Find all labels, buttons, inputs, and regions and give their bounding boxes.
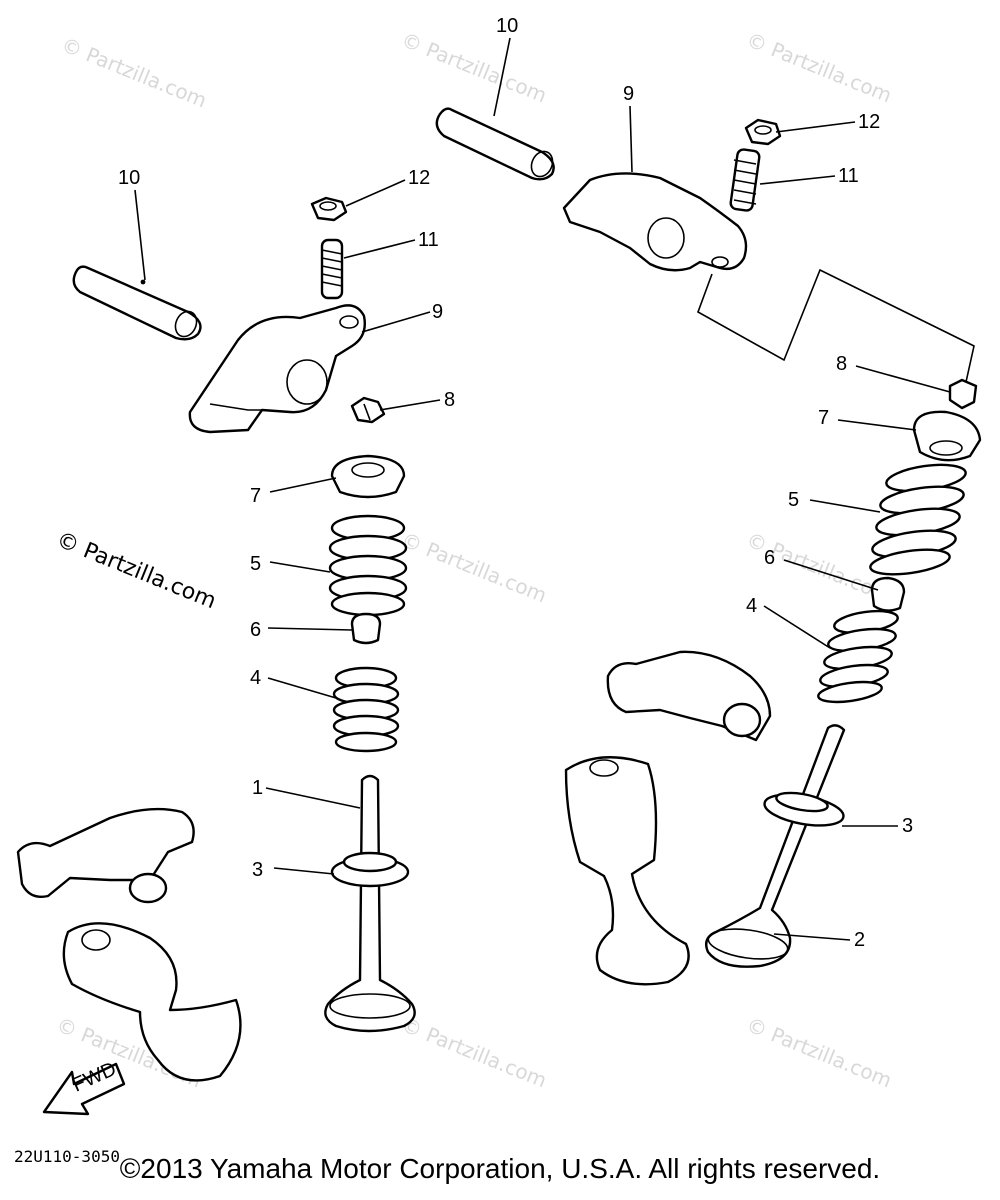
rocker-shaft-left bbox=[72, 265, 202, 341]
valve-cotter-left bbox=[350, 396, 386, 424]
exhaust-valve bbox=[705, 724, 846, 968]
callout-7: 7 bbox=[250, 485, 261, 507]
watermark: © Partzilla.com bbox=[398, 527, 550, 607]
callout-4: 4 bbox=[746, 595, 757, 617]
callout-labels: 10 10 9 12 12 11 11 9 8 8 7 7 5 5 6 6 4 … bbox=[118, 15, 913, 951]
inner-valve-spring-right bbox=[817, 609, 899, 704]
locknut-left bbox=[310, 196, 348, 222]
assembled-valve-view-right bbox=[564, 650, 772, 986]
callout-3: 3 bbox=[252, 859, 263, 881]
callout-11: 11 bbox=[418, 229, 439, 251]
valve-stem-seal-right bbox=[870, 576, 906, 612]
leader-lines bbox=[134, 37, 951, 941]
valve-stem-seal-left bbox=[350, 612, 382, 645]
outer-valve-spring-left bbox=[328, 514, 408, 617]
locknut-right bbox=[744, 118, 782, 146]
spring-retainer-left bbox=[330, 454, 406, 499]
forward-arrow: FWD bbox=[42, 1058, 126, 1116]
callout-1: 1 bbox=[252, 777, 263, 799]
callout-5: 5 bbox=[788, 489, 799, 511]
watermark: © Partzilla.com bbox=[398, 1012, 550, 1092]
spring-retainer-right bbox=[912, 410, 982, 462]
diagram-code: 22U110-3050 bbox=[14, 1147, 120, 1166]
valve-seat-right bbox=[763, 791, 845, 827]
alignment-line bbox=[697, 268, 975, 401]
assembled-valve-view-left bbox=[16, 807, 242, 1082]
watermark: © Partzilla.com bbox=[398, 27, 550, 107]
adjusting-screw-right bbox=[729, 148, 761, 212]
callout-2: 2 bbox=[854, 929, 865, 951]
watermark-prominent: © Partzilla.com bbox=[53, 527, 220, 614]
watermark: © Partzilla.com bbox=[743, 1012, 895, 1092]
rocker-shaft-right bbox=[435, 107, 555, 181]
callout-9: 9 bbox=[432, 301, 443, 323]
callout-8: 8 bbox=[836, 353, 847, 375]
callout-7: 7 bbox=[818, 407, 829, 429]
copyright-notice: ©2013 Yamaha Motor Corporation, U.S.A. A… bbox=[119, 1153, 881, 1184]
rocker-arm-left bbox=[188, 304, 366, 434]
callout-10: 10 bbox=[118, 167, 140, 189]
callout-5: 5 bbox=[250, 553, 261, 575]
adjusting-screw-left bbox=[320, 238, 344, 300]
rocker-arm-right bbox=[562, 172, 748, 272]
callout-6: 6 bbox=[764, 547, 775, 569]
watermark: © Partzilla.com bbox=[58, 32, 210, 112]
valve-cotter-right bbox=[948, 378, 978, 410]
callout-6: 6 bbox=[250, 619, 261, 641]
callout-10: 10 bbox=[496, 15, 518, 37]
callout-12: 12 bbox=[408, 167, 430, 189]
watermark: © Partzilla.com bbox=[743, 27, 895, 107]
intake-valve bbox=[324, 774, 416, 1033]
inner-valve-spring-left bbox=[332, 666, 400, 753]
callout-12: 12 bbox=[858, 111, 880, 133]
callout-9: 9 bbox=[623, 83, 634, 105]
outer-valve-spring-right bbox=[869, 463, 967, 576]
callout-8: 8 bbox=[444, 389, 455, 411]
callout-3: 3 bbox=[902, 815, 913, 837]
callout-4: 4 bbox=[250, 667, 261, 689]
valve-seat-left bbox=[330, 851, 410, 888]
callout-11: 11 bbox=[838, 165, 859, 187]
